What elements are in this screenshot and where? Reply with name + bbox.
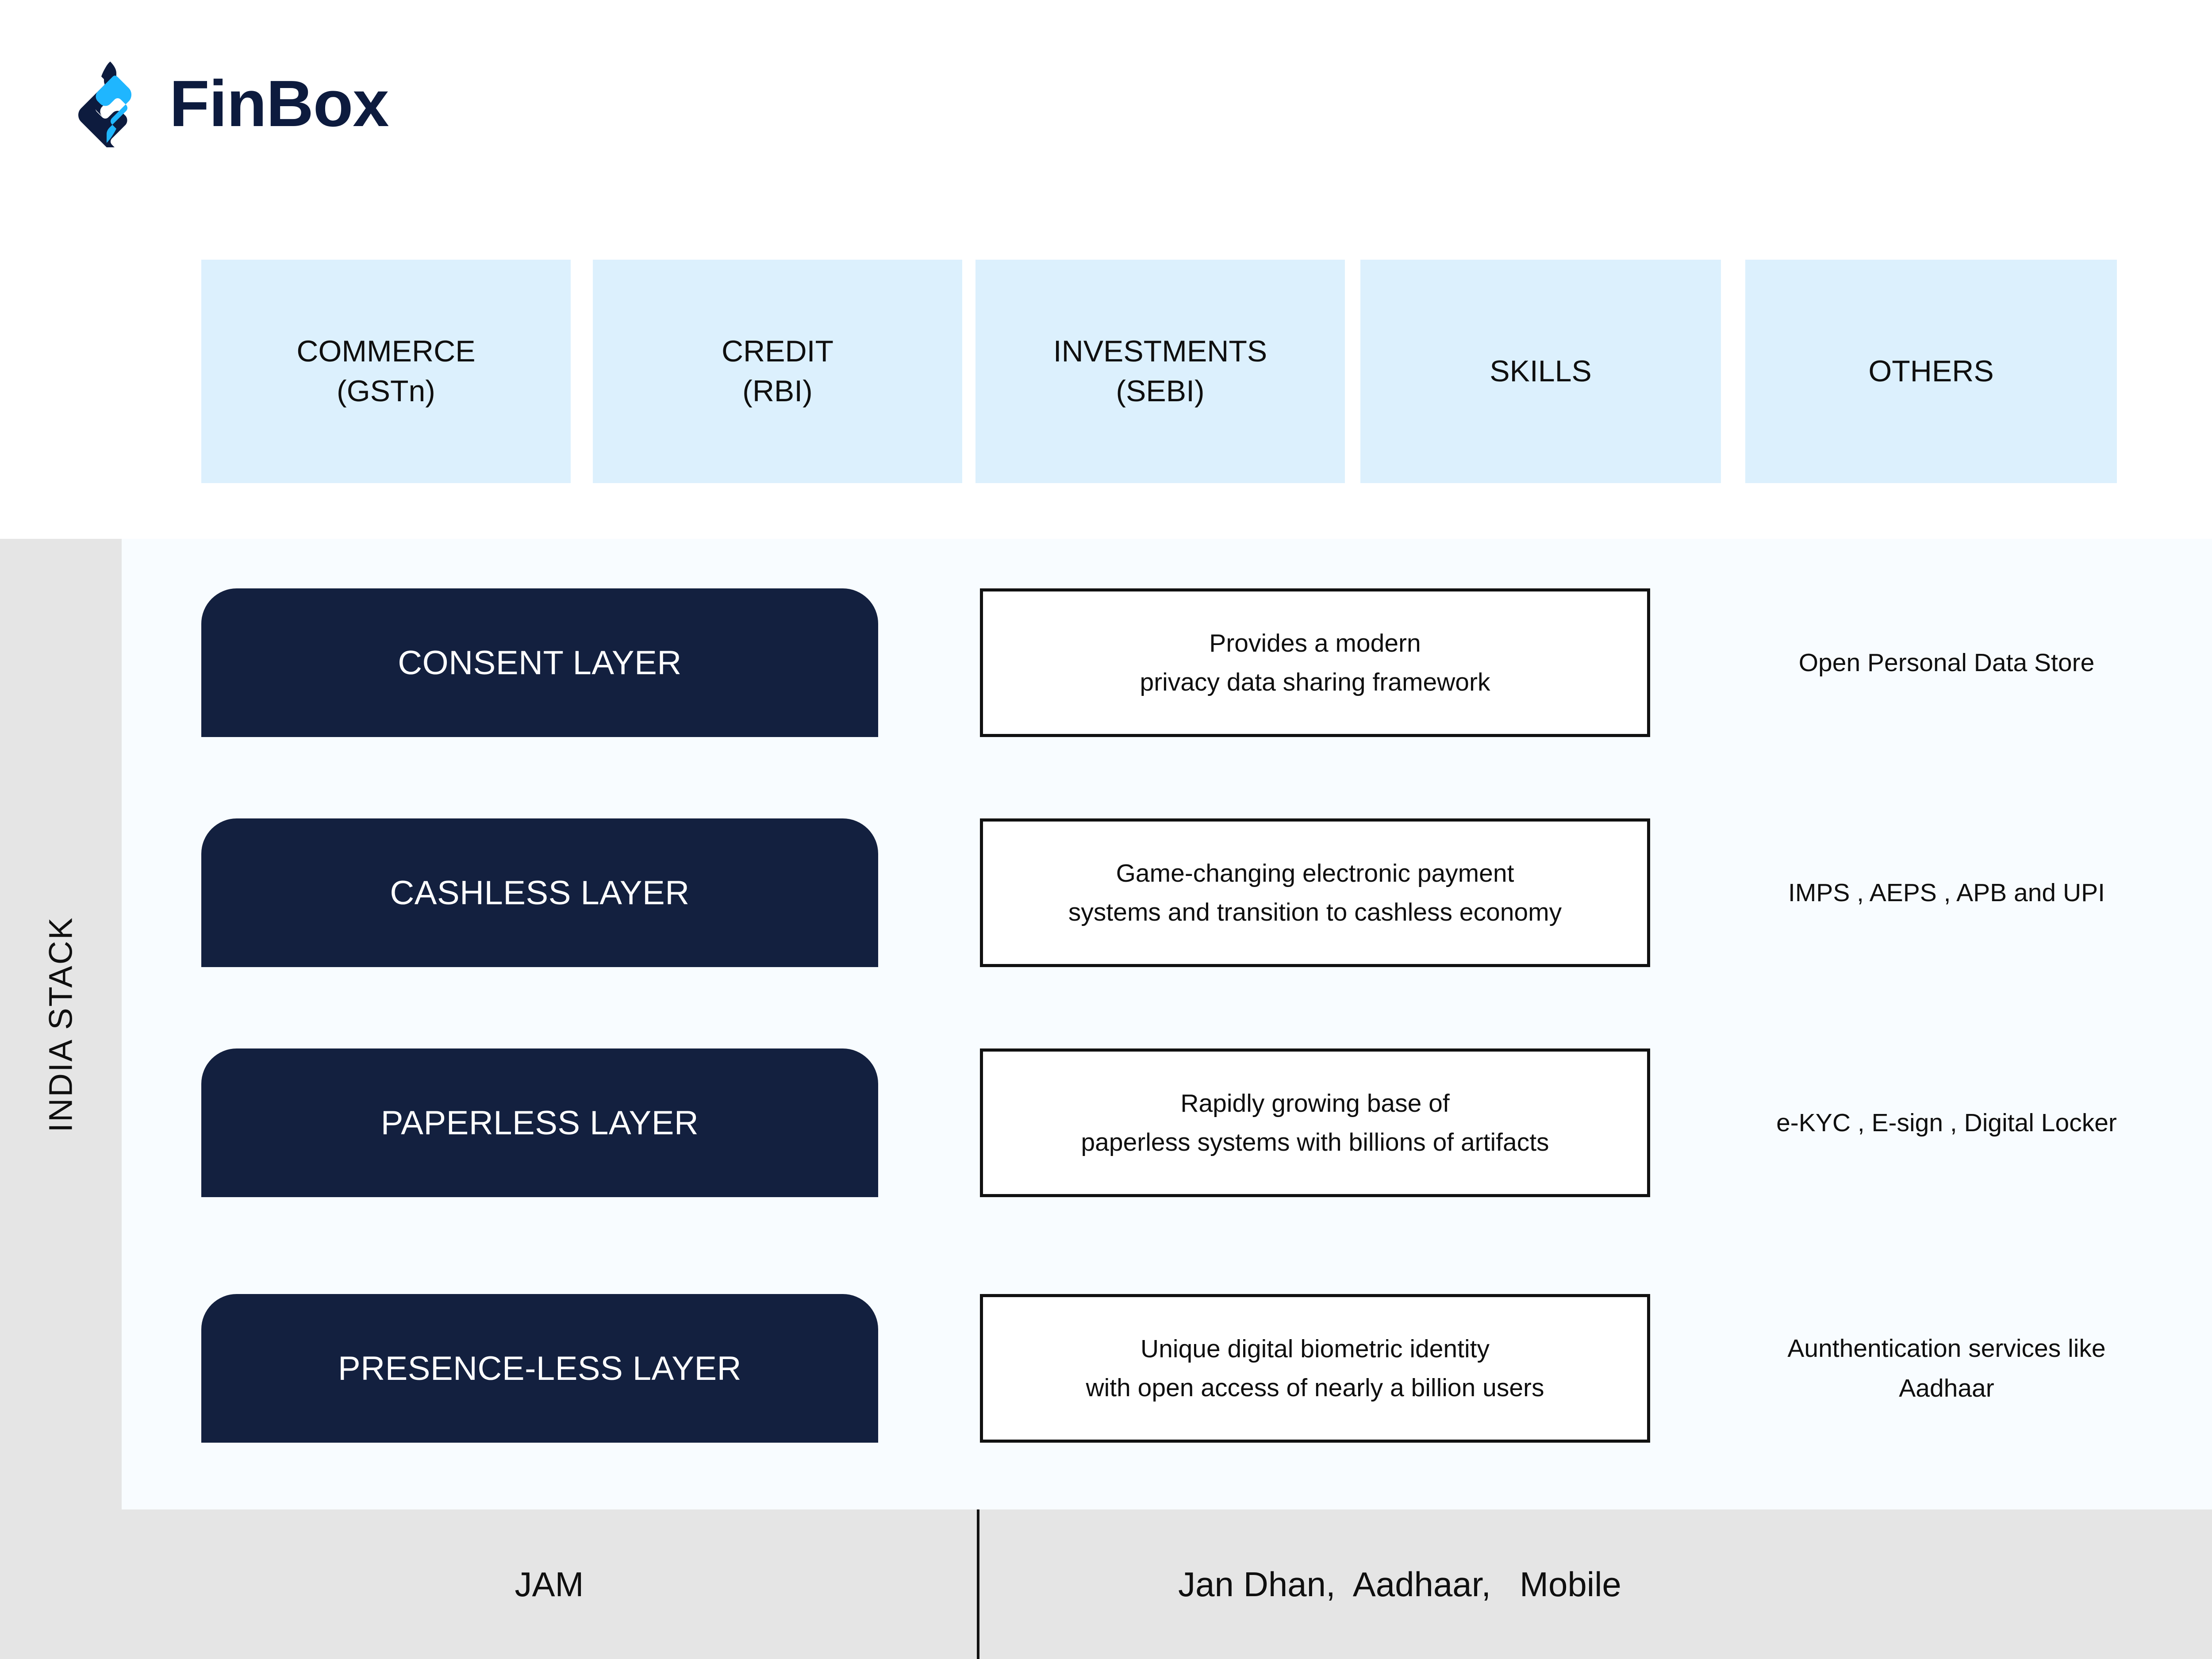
category-box-commerce[interactable]: COMMERCE (GSTn) xyxy=(201,260,571,483)
category-subtitle: (SEBI) xyxy=(1116,374,1205,408)
layer-description-consent: Provides a modern privacy data sharing f… xyxy=(980,588,1650,737)
category-subtitle: (RBI) xyxy=(742,374,813,408)
india-stack-panel: CONSENT LAYER Provides a modern privacy … xyxy=(122,539,2212,1510)
layer-services-line-1: e-KYC , E-sign , Digital Locker xyxy=(1776,1108,2117,1137)
layer-services-line-2: Aadhaar xyxy=(1899,1374,1994,1402)
category-box-skills[interactable]: SKILLS xyxy=(1360,260,1721,483)
layer-description-cashless: Game-changing electronic payment systems… xyxy=(980,818,1650,967)
footer-divider xyxy=(977,1509,979,1659)
category-box-investments[interactable]: INVESTMENTS (SEBI) xyxy=(975,260,1345,483)
category-title: INVESTMENTS xyxy=(1053,334,1267,368)
india-stack-band: INDIA STACK xyxy=(0,539,122,1510)
layer-chip-label: PAPERLESS LAYER xyxy=(380,1104,699,1142)
layer-chip-label: CASHLESS LAYER xyxy=(390,874,690,912)
category-title: COMMERCE xyxy=(296,334,476,368)
layer-chip-label: CONSENT LAYER xyxy=(398,644,682,682)
layer-services-line-1: IMPS , AEPS , APB and UPI xyxy=(1788,878,2105,907)
layer-description-line-2: with open access of nearly a billion use… xyxy=(1086,1374,1544,1402)
jam-expansion: Jan Dhan, Aadhaar, Mobile xyxy=(1178,1564,1621,1604)
category-title: SKILLS xyxy=(1490,354,1592,388)
layer-services-line-1: Open Personal Data Store xyxy=(1798,648,2095,677)
layer-description-paperless: Rapidly growing base of paperless system… xyxy=(980,1048,1650,1197)
layer-description-line-1: Game-changing electronic payment xyxy=(1116,859,1514,887)
brand-wordmark: FinBox xyxy=(169,67,389,140)
stack-layer-row: CONSENT LAYER Provides a modern privacy … xyxy=(122,588,2212,737)
layer-description-line-2: privacy data sharing framework xyxy=(1140,668,1490,696)
category-title: CREDIT xyxy=(721,334,834,368)
footer-band: JAM Jan Dhan, Aadhaar, Mobile xyxy=(0,1509,2212,1659)
india-stack-label: INDIA STACK xyxy=(42,916,79,1133)
stack-layer-row: PRESENCE-LESS LAYER Unique digital biome… xyxy=(122,1294,2212,1443)
category-box-credit[interactable]: CREDIT (RBI) xyxy=(593,260,962,483)
stack-layer-row: PAPERLESS LAYER Rapidly growing base of … xyxy=(122,1048,2212,1197)
brand-logo-lockup: FinBox xyxy=(77,60,389,148)
layer-chip-cashless[interactable]: CASHLESS LAYER xyxy=(201,818,878,967)
layer-description-line-2: systems and transition to cashless econo… xyxy=(1068,898,1562,926)
layer-chip-label: PRESENCE-LESS LAYER xyxy=(338,1349,741,1387)
layer-services-line-1: Aunthentication services like xyxy=(1787,1334,2106,1363)
layer-services-paperless: e-KYC , E-sign , Digital Locker xyxy=(1714,1048,2179,1197)
category-subtitle: (GSTn) xyxy=(337,374,435,408)
category-box-others[interactable]: OTHERS xyxy=(1745,260,2117,483)
layer-description-line-1: Rapidly growing base of xyxy=(1180,1089,1450,1118)
layer-services-presence-less: Aunthentication services like Aadhaar xyxy=(1714,1294,2179,1443)
layer-description-line-1: Provides a modern xyxy=(1209,629,1421,657)
finbox-logo-icon xyxy=(77,60,145,148)
layer-description-line-1: Unique digital biometric identity xyxy=(1141,1334,1490,1363)
layer-chip-presence-less[interactable]: PRESENCE-LESS LAYER xyxy=(201,1294,878,1443)
layer-chip-paperless[interactable]: PAPERLESS LAYER xyxy=(201,1048,878,1197)
stack-layer-row: CASHLESS LAYER Game-changing electronic … xyxy=(122,818,2212,967)
layer-description-line-2: paperless systems with billions of artif… xyxy=(1081,1128,1549,1156)
category-title: OTHERS xyxy=(1868,354,1994,388)
layer-chip-consent[interactable]: CONSENT LAYER xyxy=(201,588,878,737)
layer-description-presence-less: Unique digital biometric identity with o… xyxy=(980,1294,1650,1443)
page-header: FinBox xyxy=(0,0,2212,177)
layer-services-consent: Open Personal Data Store xyxy=(1714,588,2179,737)
jam-acronym: JAM xyxy=(515,1564,584,1604)
category-row: COMMERCE (GSTn) CREDIT (RBI) INVESTMENTS… xyxy=(0,260,2212,483)
layer-services-cashless: IMPS , AEPS , APB and UPI xyxy=(1714,818,2179,967)
